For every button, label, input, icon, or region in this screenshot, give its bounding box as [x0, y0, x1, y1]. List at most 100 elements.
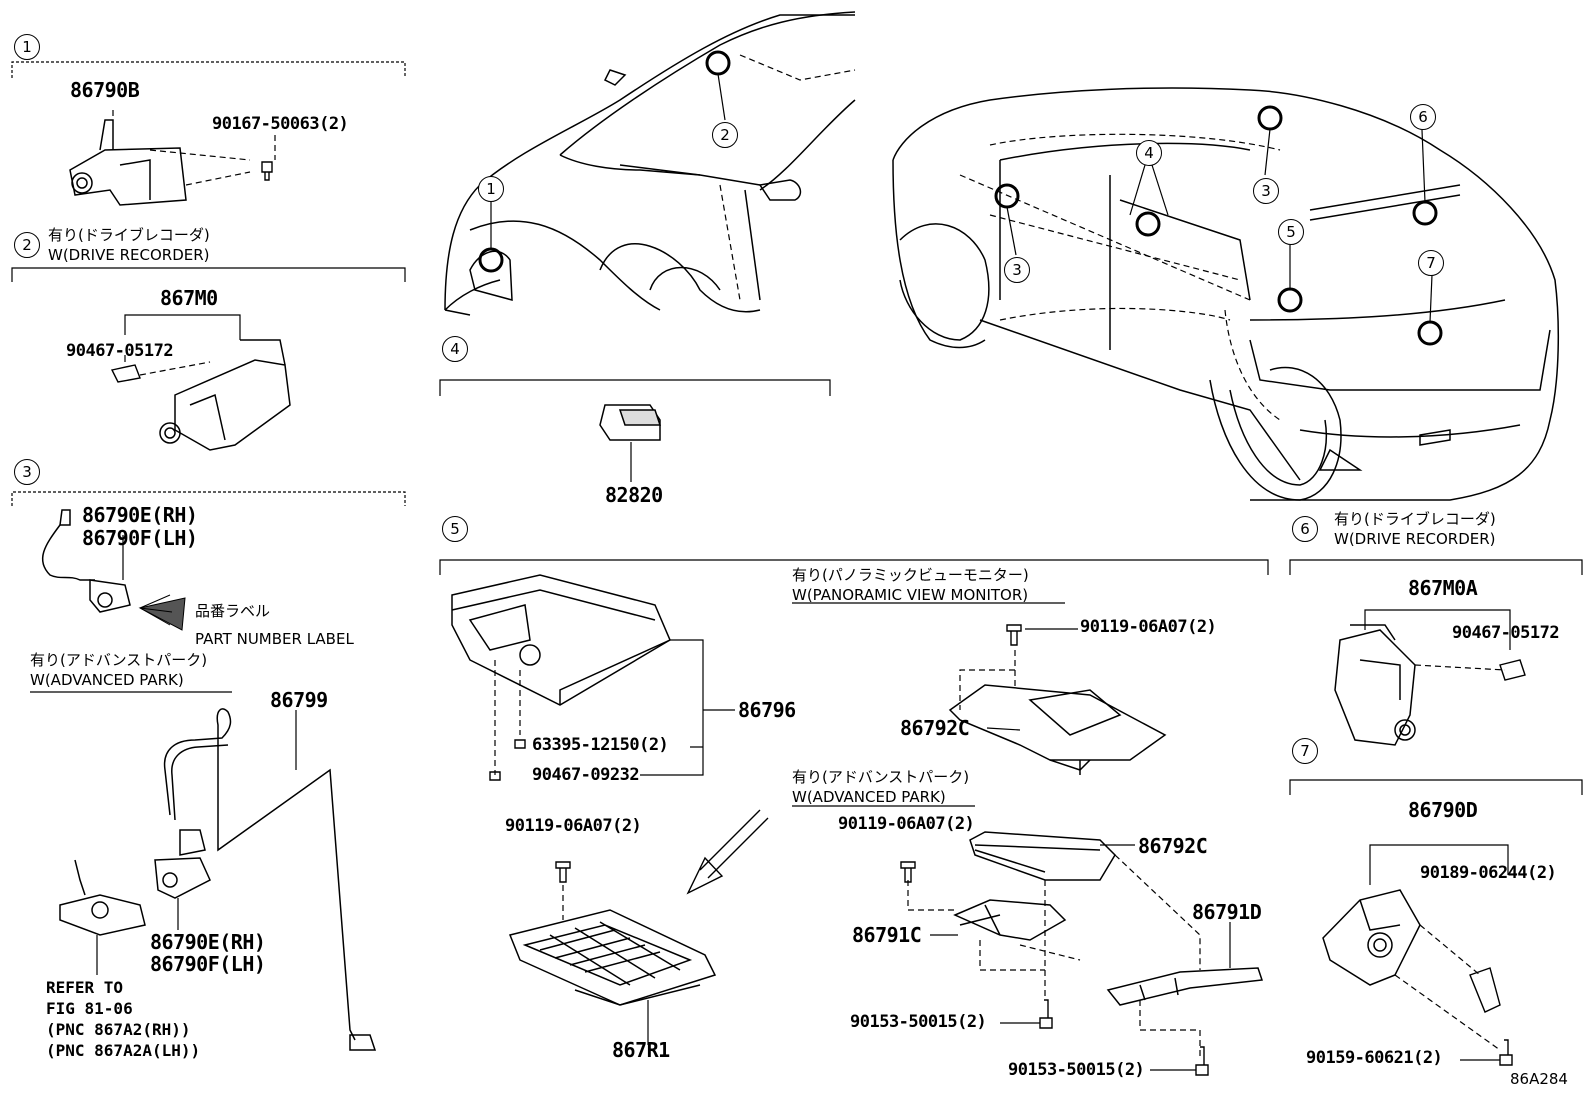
rear-vehicle-hidden-lines — [959, 133, 1281, 421]
vehicle-callout-1: 1 — [478, 176, 504, 202]
part-63395-12150: 63395-12150(2) — [532, 735, 669, 755]
harness-leaders — [96, 710, 297, 975]
refer-line-2: FIG 81-06 — [46, 999, 133, 1018]
part-90467-05172: 90467-05172 — [66, 341, 174, 361]
part-90119-06a07-left: 90119-06A07(2) — [505, 816, 642, 836]
part-86791d: 86791D — [1192, 900, 1262, 924]
section6-leader — [1364, 609, 1511, 650]
section2-leaders — [124, 314, 241, 376]
part-86790f-lh-2: 86790F(LH) — [150, 952, 266, 976]
part-90467-09232: 90467-09232 — [532, 765, 640, 785]
nut-90153-b — [1195, 1046, 1209, 1076]
part-86796: 86796 — [738, 698, 796, 722]
rear-vehicle-illustration — [892, 87, 1560, 501]
callout-2: 2 — [14, 232, 40, 258]
part-number-label-jp: 品番ラベル — [195, 602, 271, 620]
section2-title-en: W(DRIVE RECORDER) — [48, 246, 210, 264]
callout-6: 6 — [1292, 516, 1318, 542]
ecu-hidden-lines — [494, 660, 521, 775]
bolt-90119-left — [555, 861, 571, 883]
pvm-option-jp: 有り(パノラミックビューモニター) — [792, 566, 1029, 584]
bolt-90119-ap — [900, 861, 916, 883]
pvm-86792c-drawing — [948, 684, 1167, 775]
section-brackets — [11, 61, 1583, 807]
screw-90167-50063 — [261, 161, 273, 181]
part-867r1: 867R1 — [612, 1038, 670, 1062]
refer-line-4: (PNC 867A2A(LH)) — [46, 1041, 201, 1060]
section7-hidden — [1394, 924, 1501, 1051]
vehicle-callout-3-left: 3 — [1004, 257, 1030, 283]
part-90467-05172-b: 90467-05172 — [1452, 623, 1560, 643]
ecu-86796-drawing — [451, 574, 671, 706]
part-867m0: 867M0 — [160, 286, 218, 310]
section7-leader — [1369, 844, 1509, 885]
location-leaders — [490, 73, 1433, 323]
part-86791c: 86791C — [852, 923, 922, 947]
part-number-label-arrow — [138, 594, 186, 631]
vehicle-callout-7: 7 — [1418, 250, 1444, 276]
vehicle-callout-2: 2 — [712, 122, 738, 148]
callout-4: 4 — [442, 336, 468, 362]
ap-option-en: W(ADVANCED PARK) — [792, 788, 946, 806]
part-86792c-ap: 86792C — [1138, 834, 1208, 858]
section6-title-en: W(DRIVE RECORDER) — [1334, 530, 1496, 548]
part-90189-06244: 90189-06244(2) — [1420, 863, 1557, 883]
clip-90467-09232 — [489, 771, 501, 781]
ap-86792c-drawing — [969, 831, 1116, 881]
part-90153-50015-b: 90153-50015(2) — [1008, 1060, 1145, 1080]
section6-title-jp: 有り(ドライブレコーダ) — [1334, 510, 1496, 528]
screw-63395 — [514, 739, 526, 749]
part-82820: 82820 — [605, 483, 663, 507]
side-camera-drawing — [41, 509, 131, 613]
clip-90467-05172 — [110, 364, 141, 383]
part-86790d: 86790D — [1408, 798, 1478, 822]
part-90167-50063: 90167-50063(2) — [212, 114, 349, 134]
front-vehicle-illustration — [444, 11, 856, 316]
part-number-label-en: PART NUMBER LABEL — [195, 630, 354, 648]
assembly-arrow — [686, 809, 769, 895]
vehicle-callout-3-right: 3 — [1253, 178, 1279, 204]
ap-option-jp: 有り(アドバンストパーク) — [792, 768, 970, 786]
refer-line-3: (PNC 867A2(RH)) — [46, 1020, 191, 1039]
camera-86790d-drawing — [1322, 889, 1421, 986]
callout-3: 3 — [14, 459, 40, 485]
vehicle-callout-6: 6 — [1410, 104, 1436, 130]
camera-867m0-drawing — [159, 339, 291, 451]
part-86790e-rh: 86790E(RH) — [82, 503, 198, 527]
ecu-86796-leader — [640, 639, 735, 776]
clip-90189-06244 — [1469, 967, 1501, 1013]
harness-86799-drawing — [154, 708, 377, 1051]
ap-86791c-drawing — [953, 899, 1067, 941]
refer-line-1: REFER TO — [46, 978, 124, 997]
ap-86791d-drawing — [1106, 967, 1264, 1006]
part-90153-50015-a: 90153-50015(2) — [850, 1012, 987, 1032]
part-86790f-lh: 86790F(LH) — [82, 526, 198, 550]
part-90119-06a07-ap: 90119-06A07(2) — [838, 814, 975, 834]
front-vehicle-hidden-lines — [719, 54, 856, 301]
bracket-867r1-drawing — [508, 909, 717, 1006]
camera-867m0a-drawing — [1334, 624, 1416, 746]
pvm-86792c-leader — [986, 727, 1021, 731]
vehicle-callout-4: 4 — [1136, 140, 1162, 166]
callout-5: 5 — [442, 516, 468, 542]
callout-7: 7 — [1292, 738, 1318, 764]
part-86790b: 86790B — [70, 78, 140, 102]
section1-leaders — [112, 110, 276, 186]
pvm-option-en: W(PANORAMIC VIEW MONITOR) — [792, 586, 1029, 604]
section3-option-en: W(ADVANCED PARK) — [30, 671, 184, 689]
part-90159-60621: 90159-60621(2) — [1306, 1048, 1443, 1068]
section2-title-jp: 有り(ドライブレコーダ) — [48, 226, 210, 244]
section6-hidden — [1414, 664, 1506, 671]
ap-hidden-lines — [907, 854, 1201, 1060]
part-86790e-rh-2: 86790E(RH) — [150, 930, 266, 954]
ref-camera-drawing — [59, 859, 146, 936]
switch-82820-drawing — [599, 404, 662, 482]
section3-option-jp: 有り(アドバンストパーク) — [30, 651, 208, 669]
bolt-90119-pvm — [1006, 624, 1022, 646]
screw-90159-60621 — [1499, 1039, 1513, 1066]
part-867m0a: 867M0A — [1408, 576, 1478, 600]
part-86799: 86799 — [270, 688, 328, 712]
camera-86790b-drawing — [69, 119, 187, 206]
callout-1: 1 — [14, 34, 40, 60]
